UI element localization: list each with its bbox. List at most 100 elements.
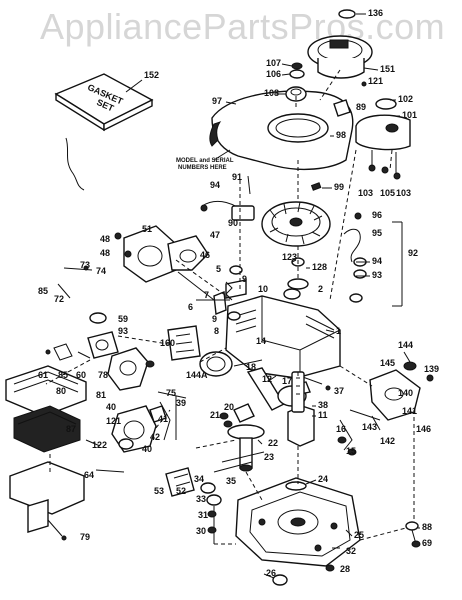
note-line1: MODEL and SERIAL — [176, 158, 234, 164]
screw-99 — [310, 182, 322, 191]
breather-rod — [157, 391, 187, 399]
breather-tube — [343, 212, 403, 307]
callout-label: 145 — [380, 358, 395, 368]
callout-label: 143 — [362, 422, 377, 432]
callout-label: 128 — [312, 262, 327, 272]
callout-label: 89 — [356, 102, 366, 112]
callout-label: 5 — [216, 264, 221, 274]
drain-plugs — [272, 547, 340, 586]
callout-label: 103 — [396, 188, 411, 198]
crankshaft — [287, 371, 315, 447]
callout-label: 48 — [100, 248, 110, 258]
callout-label: 105 — [380, 188, 395, 198]
callout-label: 61 — [38, 370, 48, 380]
callout-label: 51 — [142, 224, 152, 234]
callout-label: 23 — [264, 452, 274, 462]
callout-label: 1 — [336, 326, 341, 336]
callout-label: 64 — [84, 470, 94, 480]
callout-label: 107 — [266, 58, 281, 68]
tappets — [213, 451, 265, 473]
callout-label: 94 — [372, 256, 382, 266]
callout-label: 95 — [372, 228, 382, 238]
leader-lines — [125, 13, 420, 579]
callout-label: 34 — [194, 474, 204, 484]
callout-label: 69 — [422, 538, 432, 548]
callout-label: 7 — [204, 290, 209, 300]
callout-label: 93 — [118, 326, 128, 336]
callout-label: 152 — [144, 70, 159, 80]
muffler-assembly — [333, 98, 411, 180]
callout-label: 92 — [408, 248, 418, 258]
fuel-pump — [111, 396, 177, 453]
callout-label: 122 — [92, 440, 107, 450]
callout-label: 14 — [256, 336, 266, 346]
callout-label: 80 — [56, 386, 66, 396]
callout-label: 16 — [336, 424, 346, 434]
callout-label: 160 — [160, 338, 175, 348]
callout-label: 103 — [358, 188, 373, 198]
callout-label: 146 — [416, 424, 431, 434]
sump-hardware — [200, 482, 222, 544]
callout-label: 90 — [228, 218, 238, 228]
intake-parts — [45, 312, 155, 391]
cylinder-block — [213, 279, 341, 379]
callout-label: 106 — [266, 69, 281, 79]
callout-label: 88 — [422, 522, 432, 532]
callout-label: 28 — [340, 564, 350, 574]
callout-label: 42 — [150, 432, 160, 442]
callout-label: 121 — [106, 416, 121, 426]
callout-label: 98 — [336, 130, 346, 140]
flywheel — [261, 201, 331, 247]
callout-label: 18 — [246, 362, 256, 372]
assembly-lines — [45, 69, 415, 545]
callout-label: 2 — [318, 284, 323, 294]
callout-label: 37 — [334, 386, 344, 396]
callout-label: 11 — [318, 410, 328, 420]
rewind-starter — [285, 9, 373, 102]
callout-label: 97 — [212, 96, 222, 106]
callout-label: 85 — [38, 286, 48, 296]
callout-label: 17 — [282, 376, 292, 386]
fuel-tank-screws — [85, 439, 125, 473]
callout-label: 101 — [402, 110, 417, 120]
callout-label: 6 — [188, 302, 193, 312]
note-line2: NUMBERS HERE — [178, 165, 227, 171]
callout-label: 91 — [232, 172, 242, 182]
callout-label: 53 — [154, 486, 164, 496]
callout-label: 79 — [80, 532, 90, 542]
callout-label: 46 — [200, 250, 210, 260]
callout-label: 47 — [210, 230, 220, 240]
carburetor — [114, 225, 215, 301]
callout-label: 26 — [266, 568, 276, 578]
oil-fill-parts — [405, 521, 421, 548]
valve-parts — [196, 265, 243, 321]
callout-label: 40 — [142, 444, 152, 454]
callout-label: 75 — [166, 388, 176, 398]
callout-label: 20 — [224, 402, 234, 412]
callout-label: 9 — [212, 314, 217, 324]
callout-label: 24 — [318, 474, 328, 484]
model-serial-note: MODEL and SERIAL NUMBERS HERE — [176, 149, 234, 171]
callout-label: 48 — [100, 234, 110, 244]
camshaft — [219, 403, 265, 472]
callout-label: 94 — [210, 180, 220, 190]
callout-label: 142 — [380, 436, 395, 446]
callout-label: 140 — [398, 388, 413, 398]
callout-label: 87 — [66, 424, 76, 434]
callout-label: 139 — [424, 364, 439, 374]
callout-label: 72 — [54, 294, 64, 304]
callout-label: 22 — [268, 438, 278, 448]
gasket-set-kit: GASKET SET — [54, 73, 154, 132]
crankcase-sump — [235, 477, 361, 567]
callout-label: 102 — [398, 94, 413, 104]
callout-label: 41 — [158, 414, 168, 424]
fuel-line — [65, 137, 85, 191]
callout-label: 81 — [96, 390, 106, 400]
callout-label: 40 — [106, 402, 116, 412]
callout-label: 151 — [380, 64, 395, 74]
callout-label: 121 — [368, 76, 383, 86]
callout-label: 8 — [214, 326, 219, 336]
callout-label: 85 — [58, 370, 68, 380]
callout-labels: 136 107 106 108 151 121 152 97 89 102 10… — [38, 8, 439, 578]
